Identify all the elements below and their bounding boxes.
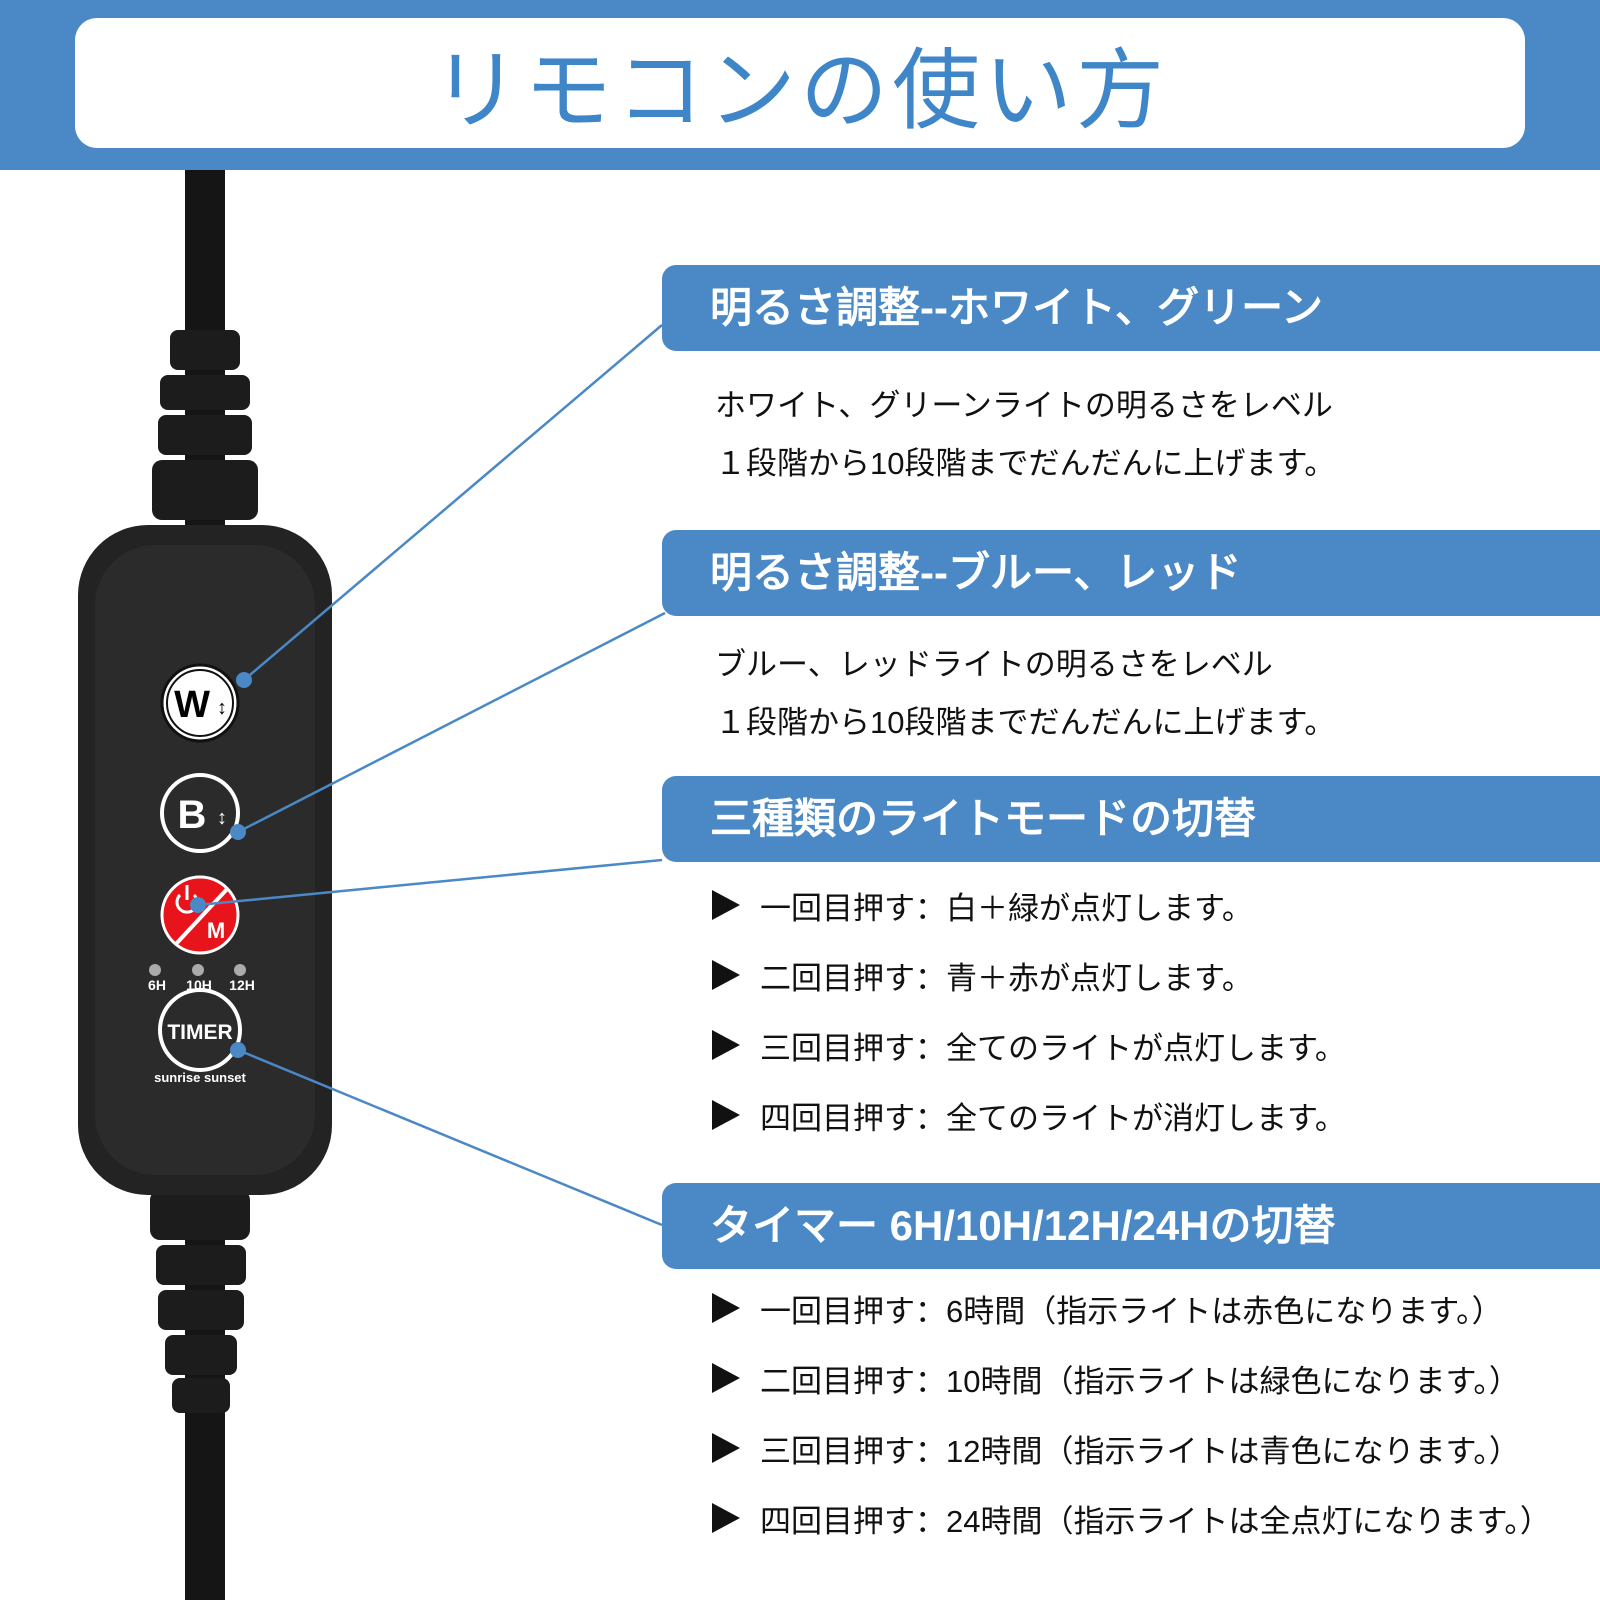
arrow-icon: [712, 1363, 740, 1393]
section-header-timer: タイマー 6H/10H/12H/24Hの切替: [662, 1183, 1600, 1269]
text-line: ホワイト、グリーンライトの明るさをレベル: [715, 388, 1333, 423]
arrow-icon: [712, 960, 740, 990]
up-down-icon: ↕: [217, 807, 227, 829]
list-item: 四回目押す：全てのライトが消灯します。: [712, 1090, 1346, 1140]
led-6h: [149, 964, 161, 976]
led-label-12h: 12H: [229, 977, 255, 993]
text-line: １段階から10段階までだんだんに上げます。: [715, 705, 1336, 740]
list-item: 三回目押す：全てのライトが点灯します。: [712, 1020, 1346, 1070]
strain-relief-bottom: [150, 1190, 250, 1413]
arrow-icon: [712, 1293, 740, 1323]
b-button[interactable]: B ↕: [160, 773, 240, 853]
leader-lines: [190, 324, 666, 1227]
list-item: 二回目押す：青＋赤が点灯します。: [712, 950, 1253, 1000]
arrow-icon: [712, 1030, 740, 1060]
arrow-icon: [712, 890, 740, 920]
section-header-light-mode: 三種類のライトモードの切替: [662, 776, 1600, 862]
title-box: リモコンの使い方: [75, 18, 1525, 148]
led-10h: [192, 964, 204, 976]
timer-button[interactable]: TIMER sunrise sunset: [154, 988, 247, 1085]
page-title: リモコンの使い方: [431, 40, 1168, 140]
strain-relief-top: [152, 330, 258, 520]
list-item: 一回目押す：白＋緑が点灯します。: [712, 880, 1253, 930]
w-button-label: W: [174, 684, 210, 726]
section-text-white-green: ホワイト、グリーンライトの明るさをレベル １段階から10段階までだんだんに上げま…: [715, 377, 1335, 493]
list-item: 一回目押す：6時間（指示ライトは赤色になります。）: [712, 1283, 1503, 1333]
arrow-icon: [712, 1433, 740, 1463]
text-line: ブルー、レッドライトの明るさをレベル: [715, 647, 1273, 682]
mode-button-label: M: [207, 918, 225, 943]
led-label-6h: 6H: [148, 977, 166, 993]
section-header-blue-red: 明るさ調整--ブルー、レッド: [662, 530, 1600, 616]
up-down-icon: ↕: [217, 697, 227, 719]
text-line: １段階から10段階までだんだんに上げます。: [715, 446, 1336, 481]
list-item: 二回目押す：10時間（指示ライトは緑色になります。）: [712, 1353, 1520, 1403]
led-12h: [234, 964, 246, 976]
b-button-label: B: [178, 793, 207, 837]
list-item: 四回目押す：24時間（指示ライトは全点灯になります。）: [712, 1493, 1551, 1543]
mode-power-button[interactable]: M: [160, 875, 240, 955]
arrow-icon: [712, 1100, 740, 1130]
w-button[interactable]: W ↕: [160, 663, 240, 743]
section-text-blue-red: ブルー、レッドライトの明るさをレベル １段階から10段階までだんだんに上げます。: [715, 636, 1335, 752]
arrow-icon: [712, 1503, 740, 1533]
timer-button-label: TIMER: [167, 1021, 232, 1044]
list-item: 三回目押す：12時間（指示ライトは青色になります。）: [712, 1423, 1520, 1473]
section-header-white-green: 明るさ調整--ホワイト、グリーン: [662, 265, 1600, 351]
timer-sub-label: sunrise sunset: [154, 1070, 246, 1085]
